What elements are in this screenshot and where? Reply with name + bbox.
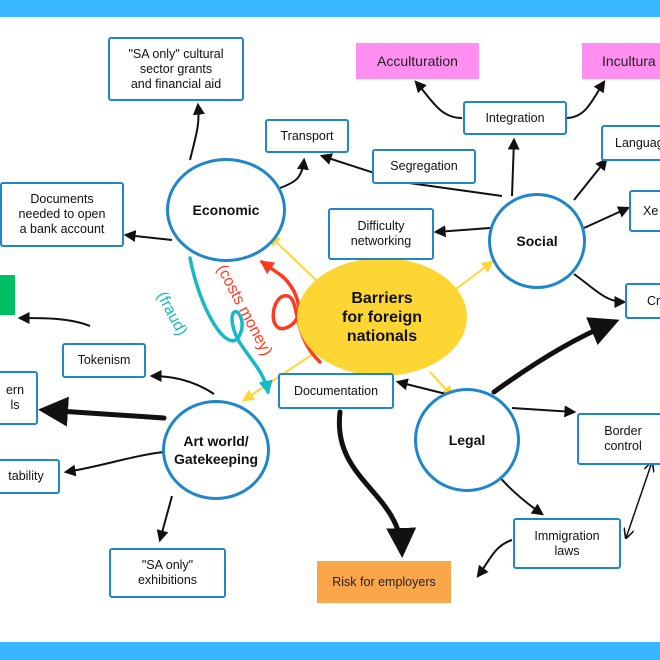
node-sa-grants: "SA only" cultural sector grants and fin… [108, 37, 244, 101]
node-difficulty-networking: Difficulty networking [328, 208, 434, 260]
node-cr: Cr [625, 283, 660, 319]
hub-legal: Legal [414, 388, 520, 492]
node-sa-exhibitions: "SA only" exhibitions [109, 548, 226, 598]
arrow-social-networking [433, 225, 491, 238]
arrow-legal-cr [491, 317, 620, 395]
node-integration: Integration [463, 101, 567, 135]
node-border-control: Border control [577, 413, 660, 465]
hub-social: Social [488, 193, 586, 289]
node-tability: tability [0, 459, 60, 494]
tag-acculturation: Acculturation [356, 43, 479, 79]
arrow-social-language [573, 158, 608, 201]
tag-incultura: Incultura [582, 43, 660, 79]
arrow-immigration-risk [476, 539, 513, 578]
arrow-economic-transport [279, 157, 309, 189]
hub-artworld: Art world/ Gatekeeping [162, 400, 270, 500]
arrow-legal-documentation [395, 378, 447, 395]
node-xe: Xe [629, 190, 660, 232]
arrow-artworld-tability [63, 451, 165, 477]
tag-green-partial [0, 275, 15, 315]
arrow-artworld-tokenism [149, 370, 215, 395]
center-node: Barriers for foreign nationals [297, 258, 467, 376]
arrow-social-xe [583, 206, 631, 229]
teal-squiggle [188, 256, 273, 395]
arrow-integration-acculturation [414, 80, 463, 119]
node-bank-docs: Documents needed to open a bank account [0, 182, 124, 247]
arrow-artworld-exhibitions [156, 495, 173, 543]
arrow-economic-bankdocs [123, 230, 173, 243]
node-tokenism: Tokenism [62, 343, 146, 378]
hub-economic: Economic [166, 158, 286, 262]
top-band [0, 0, 660, 17]
arrow-economic-grants [189, 102, 205, 161]
arrow-partial-left [17, 312, 91, 327]
arrow-center-social [451, 260, 494, 293]
arrow-artworld-western [38, 396, 167, 427]
tag-risk-for-employers: Risk for employers [317, 561, 451, 603]
node-segregation: Segregation [372, 149, 476, 184]
node-western: ern ls [0, 371, 38, 425]
node-immigration-laws: Immigration laws [513, 518, 621, 569]
arrow-social-cr [573, 273, 627, 308]
node-language: Language [601, 125, 660, 161]
arrow-border-immigration [626, 462, 652, 538]
arrow-social-integration [507, 137, 520, 197]
thick-arrows [38, 317, 620, 558]
bottom-band [0, 642, 660, 660]
node-transport: Transport [265, 119, 349, 153]
black-connectors [17, 80, 652, 578]
arrow-center-economic [268, 234, 319, 283]
arrow-legal-border [511, 405, 577, 418]
node-documentation: Documentation [278, 373, 394, 409]
arrow-integration-incultura [565, 80, 606, 119]
arrow-documentation-risk [336, 409, 417, 558]
